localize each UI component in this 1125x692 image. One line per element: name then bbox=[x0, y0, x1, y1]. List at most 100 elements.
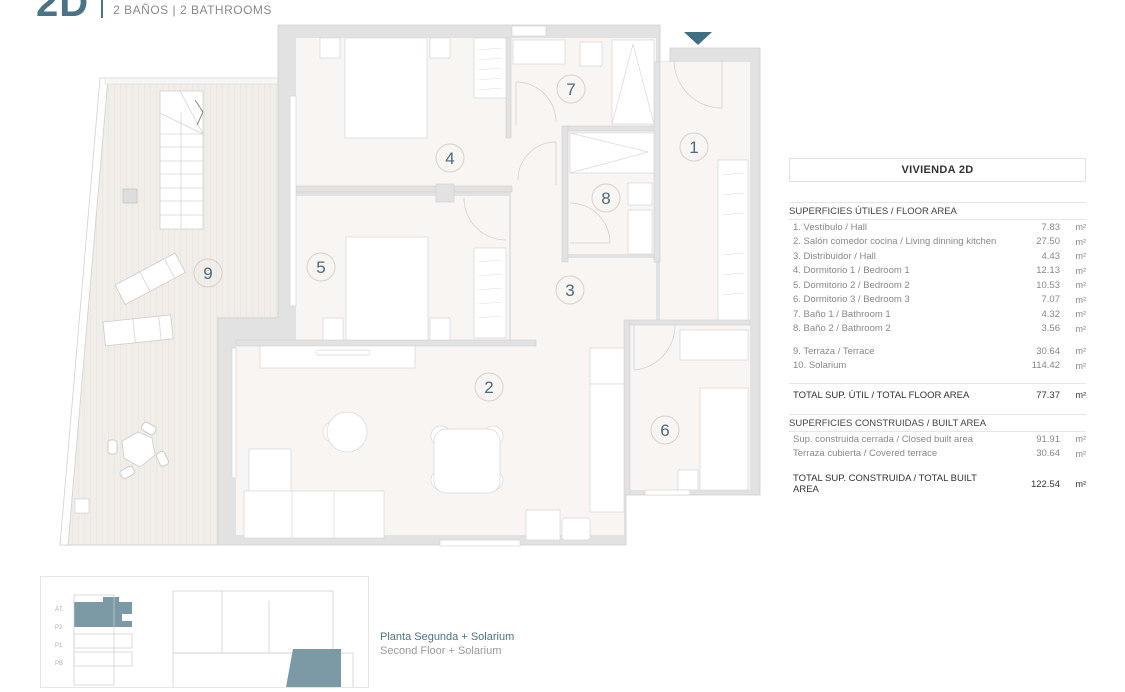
room-badge-4: 4 bbox=[435, 143, 465, 173]
area-value: 4.43 bbox=[1041, 250, 1061, 262]
svg-text:4: 4 bbox=[445, 149, 454, 168]
double-bed bbox=[345, 236, 429, 341]
room-3-floor bbox=[511, 126, 656, 345]
area-label: 3. Distribuidor / Hall bbox=[793, 250, 876, 262]
area-unit: m² bbox=[1075, 309, 1087, 320]
svg-text:P2: P2 bbox=[55, 625, 63, 631]
area-label: 1. Vestíbulo / Hall bbox=[793, 221, 867, 233]
double-bed bbox=[344, 37, 428, 139]
area-label: 8. Baño 2 / Bathroom 2 bbox=[793, 323, 891, 335]
sun-lounger bbox=[102, 314, 174, 347]
room-badge-2: 2 bbox=[474, 372, 504, 402]
area-row: 7. Baño 1 / Bathroom 1 4.32 m² bbox=[789, 307, 1086, 322]
caption-spanish: Planta Segunda + Solarium bbox=[380, 631, 515, 643]
total-floor-area-row: TOTAL SUP. ÚTIL / TOTAL FLOOR AREA 77.37… bbox=[789, 383, 1086, 404]
area-value: 7.83 bbox=[1041, 221, 1061, 233]
area-label: Terraza cubierta / Covered terrace bbox=[793, 448, 938, 460]
room-badge-7: 7 bbox=[556, 74, 586, 104]
area-value: 12.13 bbox=[1036, 265, 1060, 277]
svg-text:5: 5 bbox=[316, 258, 325, 277]
dining-table bbox=[433, 428, 501, 494]
area-value: 3.56 bbox=[1041, 323, 1061, 335]
area-row: 6. Dormitorio 3 / Bedroom 3 7.07 m² bbox=[789, 293, 1086, 308]
area-row: 2. Salón comedor cocina / Living dinning… bbox=[789, 235, 1086, 250]
svg-text:2: 2 bbox=[484, 378, 493, 397]
area-row: Terraza cubierta / Covered terrace 30.64 m… bbox=[789, 447, 1086, 462]
area-row: 9. Terraza / Terrace 30.64 m² bbox=[789, 344, 1086, 359]
area-row: 4. Dormitorio 1 / Bedroom 1 12.13 m² bbox=[789, 264, 1086, 279]
area-value: 30.64 bbox=[1036, 345, 1060, 357]
svg-text:8: 8 bbox=[601, 189, 610, 208]
area-unit: m² bbox=[1075, 346, 1087, 357]
tv-unit bbox=[259, 345, 416, 369]
room-badge-6: 6 bbox=[650, 415, 680, 445]
room-badge-5: 5 bbox=[306, 252, 336, 282]
bathrooms-label: 2 BAÑOS | 2 BATHROOMS bbox=[113, 3, 272, 17]
key-plan: ÁT. P2 P1 PB bbox=[40, 576, 369, 692]
caption-english: Second Floor + Solarium bbox=[380, 645, 502, 657]
room-badge-1: 1 bbox=[679, 132, 709, 162]
area-unit: m² bbox=[1075, 360, 1087, 371]
entrance-arrow-icon bbox=[684, 32, 712, 45]
area-value: 91.91 bbox=[1036, 433, 1060, 445]
svg-text:PB: PB bbox=[55, 661, 63, 667]
area-label: 10. Solarium bbox=[793, 360, 847, 372]
area-value: 114.42 bbox=[1031, 360, 1060, 372]
area-unit: m² bbox=[1075, 448, 1087, 459]
terrace-area bbox=[59, 77, 281, 546]
single-bed bbox=[699, 387, 749, 491]
area-value: 7.07 bbox=[1041, 294, 1061, 306]
area-unit: m² bbox=[1075, 265, 1087, 276]
sun-lounger bbox=[114, 252, 186, 305]
unit-header: 2D 2 BAÑOS | 2 BATHROOMS bbox=[36, 0, 272, 25]
area-label: 2. Salón comedor cocina / Living dinning… bbox=[793, 236, 997, 248]
key-plan-drawing: ÁT. P2 P1 PB bbox=[55, 590, 354, 692]
svg-text:3: 3 bbox=[565, 281, 574, 300]
planter bbox=[122, 188, 138, 204]
staircase bbox=[159, 90, 204, 230]
svg-text:9: 9 bbox=[203, 264, 212, 283]
sofa bbox=[243, 490, 385, 539]
area-label: 5. Dormitorio 2 / Bedroom 2 bbox=[793, 279, 910, 291]
floor-plan: 1 2 3 4 5 6 7 8 9 bbox=[59, 24, 761, 547]
apartment bbox=[217, 24, 761, 547]
svg-text:7: 7 bbox=[566, 80, 575, 99]
area-unit: m² bbox=[1075, 236, 1087, 247]
svg-text:6: 6 bbox=[660, 421, 669, 440]
unit-code: 2D bbox=[36, 0, 90, 25]
floor-area-header: SUPERFICIES ÚTILES / FLOOR AREA bbox=[789, 202, 1086, 220]
planter bbox=[74, 498, 90, 514]
total-built-area-row: TOTAL SUP. CONSTRUIDA / TOTAL BUILT AREA… bbox=[793, 473, 1086, 495]
coffee-table bbox=[326, 411, 368, 453]
area-value: 4.32 bbox=[1041, 308, 1061, 320]
area-label: Sup. construida cerrada / Closed built a… bbox=[793, 433, 974, 445]
svg-text:ÁT.: ÁT. bbox=[55, 606, 64, 613]
area-value: 10.53 bbox=[1036, 279, 1060, 291]
header-divider bbox=[101, 0, 104, 18]
room-badge-3: 3 bbox=[555, 275, 585, 305]
area-table: VIVIENDA 2D SUPERFICIES ÚTILES / FLOOR A… bbox=[789, 158, 1087, 495]
svg-text:P1: P1 bbox=[55, 643, 63, 649]
area-unit: m² bbox=[1075, 434, 1087, 445]
area-unit: m² bbox=[1075, 294, 1087, 305]
unit-title: VIVIENDA 2D bbox=[789, 158, 1086, 182]
area-unit: m² bbox=[1075, 280, 1087, 291]
area-row: 8. Baño 2 / Bathroom 2 3.56 m² bbox=[789, 322, 1086, 337]
area-value: 30.64 bbox=[1036, 448, 1060, 460]
built-area-header: SUPERFICIES CONSTRUIDAS / BUILT AREA bbox=[789, 414, 1086, 432]
area-label: 6. Dormitorio 3 / Bedroom 3 bbox=[793, 294, 910, 306]
room-badge-9: 9 bbox=[193, 258, 223, 288]
room-badge-8: 8 bbox=[591, 183, 621, 213]
terrace-table bbox=[107, 421, 170, 480]
area-row: 10. Solarium 114.42 m² bbox=[789, 359, 1086, 374]
area-label: 7. Baño 1 / Bathroom 1 bbox=[793, 308, 891, 320]
floor-caption: Planta Segunda + Solarium Second Floor +… bbox=[380, 630, 514, 658]
area-label: 9. Terraza / Terrace bbox=[793, 345, 875, 357]
svg-text:1: 1 bbox=[689, 138, 698, 157]
area-unit: m² bbox=[1075, 323, 1087, 334]
area-label: 4. Dormitorio 1 / Bedroom 1 bbox=[793, 265, 910, 277]
area-row: Sup. construida cerrada / Closed built a… bbox=[789, 432, 1086, 447]
area-value: 27.50 bbox=[1036, 236, 1060, 248]
